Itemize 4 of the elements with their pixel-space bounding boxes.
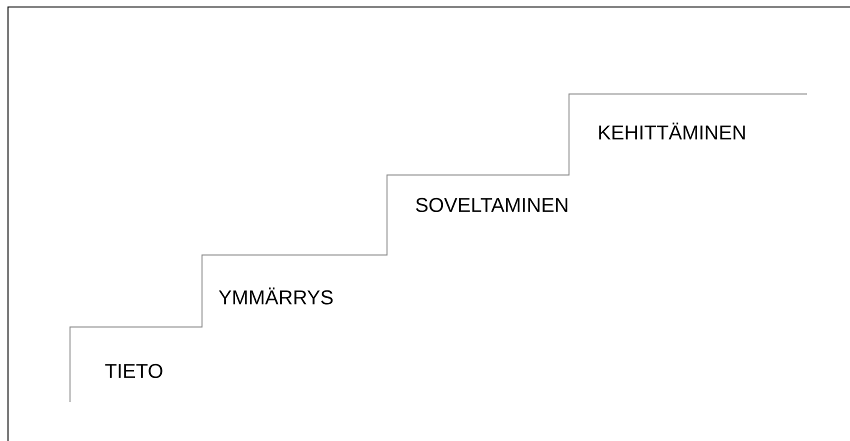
step-label: YMMÄRRYS — [218, 288, 333, 304]
step-label: KEHITTÄMINEN — [599, 122, 745, 140]
step-label: TIETO — [105, 364, 162, 378]
step-label: SOVELTAMINEN — [416, 198, 568, 212]
